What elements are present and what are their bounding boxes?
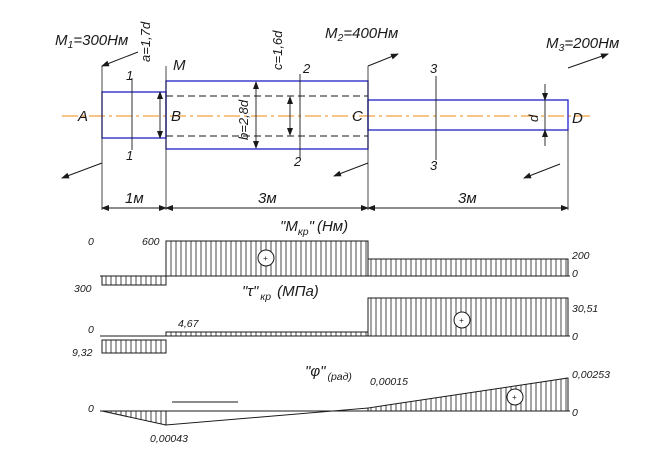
moment-arrow-m2-top xyxy=(367,53,399,67)
angle-fill-ab-top xyxy=(101,339,167,354)
angle-right-value: 0,00253 xyxy=(572,369,610,381)
stress-right-value: 30,51 xyxy=(572,303,598,315)
stress-right-zero: 0 xyxy=(572,331,578,343)
torque-title: "Mкр"(Нм) xyxy=(280,218,348,238)
dim-label-c: c=1,6d xyxy=(270,30,285,70)
section-label-3-top: 3 xyxy=(430,61,438,76)
angle-sign: + xyxy=(512,393,517,402)
point-label-b: B xyxy=(171,108,181,125)
section-label-2-top: 2 xyxy=(302,61,311,76)
angle-mid-value: 0,00015 xyxy=(370,376,408,388)
angle-title: "φ"(рад) xyxy=(305,363,352,383)
length-label-1: 1м xyxy=(125,190,144,207)
torque-sign-circle xyxy=(257,249,275,267)
section-label-3-bottom: 3 xyxy=(430,158,438,173)
stress-mid-value: 4,67 xyxy=(178,318,200,330)
stress-axis-top: 300 xyxy=(74,283,92,295)
dim-label-d: d xyxy=(526,114,541,122)
section-label-1-top: 1 xyxy=(126,68,133,83)
stress-fill-bc xyxy=(165,331,369,337)
dim-label-b: b=2,8d xyxy=(236,99,251,140)
point-label-d: D xyxy=(572,110,583,127)
angle-axis-zero: 0 xyxy=(88,403,94,415)
shaft-segment-ab xyxy=(101,91,167,139)
torque-sign: + xyxy=(263,254,268,263)
point-label-c: C xyxy=(352,108,363,125)
stress-axis-zero: 0 xyxy=(88,324,94,336)
torque-fill-cd xyxy=(367,258,569,277)
angle-axis-top: 9,32 xyxy=(72,347,93,359)
stress-plot: + xyxy=(100,275,570,337)
angle-sign-circle xyxy=(506,388,524,406)
moment-label-m3: M3=200Нм xyxy=(546,35,619,54)
moment-label-m1: M1=300Нм xyxy=(55,32,128,51)
angle-fill-bc xyxy=(165,407,369,426)
length-label-3: 3м xyxy=(458,190,477,207)
moment-label-m2: M2=400Нм xyxy=(325,25,398,44)
shaft xyxy=(61,51,609,210)
stress-fill-ab xyxy=(101,275,167,286)
angle-bottom-value: 0,00043 xyxy=(150,433,188,445)
point-label-m: M xyxy=(173,57,186,74)
angle-right-zero: 0 xyxy=(572,407,578,419)
shaft-segment-bc xyxy=(165,80,369,150)
torque-right-value: 200 xyxy=(571,250,590,262)
angle-plot: + xyxy=(100,339,570,426)
section-label-1-bottom: 1 xyxy=(126,148,133,163)
moment-arrow-m2-bottom xyxy=(333,162,369,177)
point-label-a: A xyxy=(77,108,88,125)
torque-plot: + xyxy=(100,240,570,277)
moment-arrow-m1-top xyxy=(101,51,139,67)
torque-left-value: 600 xyxy=(142,236,160,248)
torque-right-zero: 0 xyxy=(572,268,578,280)
moment-arrow-m1-bottom xyxy=(61,162,103,179)
stress-title: "τ"кр(МПа) xyxy=(242,283,319,303)
moment-arrow-m3-top xyxy=(567,53,609,69)
stress-sign: + xyxy=(459,316,464,325)
length-label-2: 3м xyxy=(258,190,277,207)
section-label-2-bottom: 2 xyxy=(293,154,302,169)
stress-sign-circle xyxy=(453,311,471,329)
angle-fill-ab xyxy=(101,410,167,426)
moment-arrow-m3-bottom xyxy=(523,163,561,179)
dim-label-a: a=1,7d xyxy=(138,21,153,62)
torque-axis-zero: 0 xyxy=(88,236,94,248)
